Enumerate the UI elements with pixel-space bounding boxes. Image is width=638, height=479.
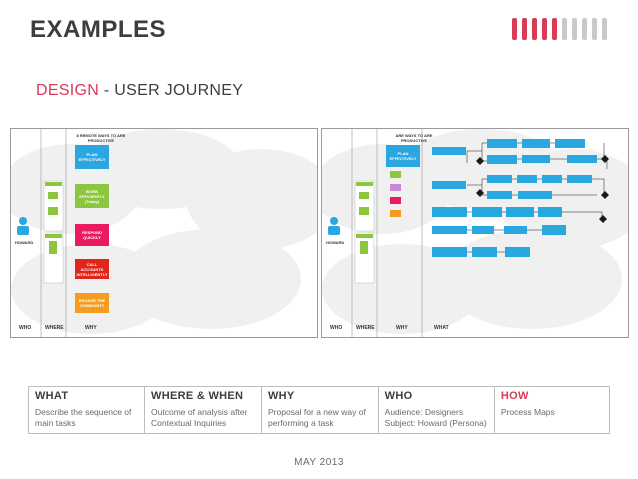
process-step bbox=[472, 207, 502, 217]
summary-head: HOW bbox=[500, 390, 529, 402]
bar bbox=[582, 18, 587, 40]
bar bbox=[522, 18, 527, 40]
process-step bbox=[505, 247, 530, 257]
step-plan: PLAN EFFECTIVELY bbox=[75, 145, 109, 169]
step-work: WORK EFFICIENTLY (Today) bbox=[75, 184, 109, 208]
summary-head: WHAT bbox=[35, 390, 69, 402]
process-step bbox=[555, 139, 585, 148]
summary-table: WHAT Describe the sequence of main tasks… bbox=[27, 386, 611, 434]
bar bbox=[592, 18, 597, 40]
process-step bbox=[487, 155, 517, 164]
cloud-background bbox=[11, 129, 317, 337]
process-step bbox=[432, 181, 466, 189]
step-engage: ENGAGE THE COMMUNITY bbox=[75, 293, 109, 313]
subtitle-rest: - USER JOURNEY bbox=[103, 82, 244, 99]
process-step bbox=[432, 247, 467, 257]
lane-why: WHY bbox=[85, 325, 97, 331]
step-plan: PLAN EFFECTIVELY bbox=[386, 145, 420, 167]
process-step bbox=[542, 175, 562, 183]
step-call: CALL ACCOUNTS INTELLIGENTLY bbox=[75, 259, 109, 279]
summary-head: WHY bbox=[268, 390, 295, 402]
journey-diagram-right: ARE WAYS TO ARE PRODUCTIVE HOWARD PLAN E… bbox=[321, 128, 629, 338]
summary-body: Outcome of analysis after Contextual Inq… bbox=[151, 407, 248, 428]
process-step bbox=[567, 155, 597, 163]
bar bbox=[602, 18, 607, 40]
bar bbox=[562, 18, 567, 40]
bar bbox=[542, 18, 547, 40]
subtitle-accent: DESIGN bbox=[36, 82, 100, 99]
process-step bbox=[432, 147, 466, 155]
summary-head: WHO bbox=[384, 390, 413, 402]
process-step bbox=[542, 225, 566, 235]
bar bbox=[572, 18, 577, 40]
process-step bbox=[517, 175, 537, 183]
lane-where: WHERE bbox=[356, 325, 375, 331]
persona-name: HOWARD bbox=[15, 240, 34, 245]
lane-who: WHO bbox=[330, 325, 343, 331]
process-step bbox=[487, 139, 517, 148]
section-subtitle: DESIGN - USER JOURNEY bbox=[36, 82, 243, 100]
process-step bbox=[432, 226, 467, 234]
bar bbox=[532, 18, 537, 40]
summary-body: Describe the sequence of main tasks bbox=[35, 407, 132, 428]
process-step bbox=[487, 175, 512, 183]
brand-bars bbox=[512, 18, 607, 40]
process-map bbox=[322, 129, 628, 337]
summary-body: Proposal for a new way of performing a t… bbox=[268, 407, 366, 428]
summary-cell-how: HOW Process Maps bbox=[493, 386, 611, 434]
summary-cell-who: WHO Audience: Designers Subject: Howard … bbox=[377, 386, 495, 434]
summary-body: Audience: Designers Subject: Howard (Per… bbox=[384, 407, 487, 428]
lane-where: WHERE bbox=[45, 325, 64, 331]
lane-who: WHO bbox=[19, 325, 32, 331]
summary-cell-why: WHY Proposal for a new way of performing… bbox=[261, 386, 379, 434]
diagram-header: ARE WAYS TO ARE PRODUCTIVE bbox=[395, 133, 433, 143]
process-step bbox=[472, 226, 494, 234]
summary-body: Process Maps bbox=[500, 407, 555, 417]
process-step bbox=[522, 155, 550, 163]
bar bbox=[552, 18, 557, 40]
lane-why: WHY bbox=[396, 325, 408, 331]
diagram-header: 8 REMOTE WAYS TO ARE PRODUCTIVE bbox=[76, 133, 126, 143]
summary-cell-where: WHERE & WHEN Outcome of analysis after C… bbox=[144, 386, 262, 434]
page-title: EXAMPLES bbox=[30, 16, 167, 43]
persona-name: HOWARD bbox=[326, 240, 345, 245]
bar bbox=[512, 18, 517, 40]
process-step bbox=[567, 175, 592, 183]
process-step bbox=[432, 207, 467, 217]
process-step bbox=[506, 207, 534, 217]
process-step bbox=[538, 207, 562, 217]
process-step bbox=[504, 226, 527, 234]
summary-head: WHERE & WHEN bbox=[151, 390, 244, 402]
journey-diagram-left: 8 REMOTE WAYS TO ARE PRODUCTIVE HOWARD P… bbox=[10, 128, 318, 338]
summary-cell-what: WHAT Describe the sequence of main tasks bbox=[27, 386, 146, 434]
process-step bbox=[472, 247, 497, 257]
footer-date: MAY 2013 bbox=[294, 457, 344, 468]
lane-what: WHAT bbox=[434, 325, 449, 331]
process-step bbox=[522, 139, 550, 148]
step-respond: RESPOND QUICKLY bbox=[75, 224, 109, 246]
process-step bbox=[487, 191, 512, 199]
process-step bbox=[518, 191, 552, 199]
